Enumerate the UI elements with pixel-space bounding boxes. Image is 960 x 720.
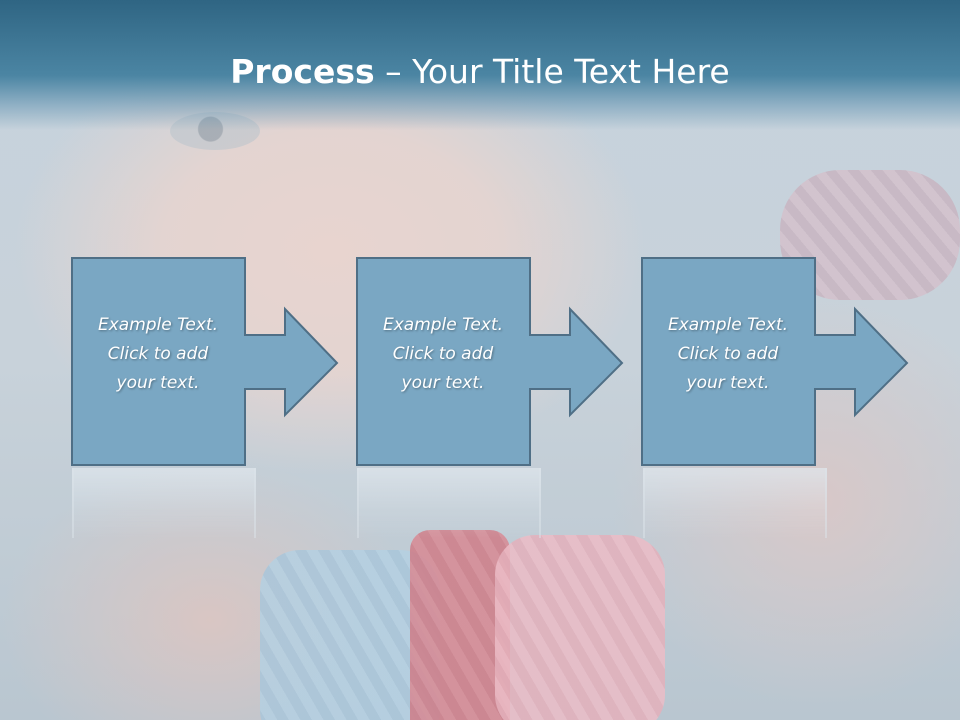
- background-knit-red: [410, 530, 510, 720]
- title-bold: Process: [230, 52, 375, 91]
- step-reflection-2: [357, 468, 541, 538]
- step-text-line3: your text.: [116, 373, 200, 393]
- step-reflection-3: [643, 468, 827, 538]
- step-text-line2: Click to add: [392, 344, 494, 364]
- arrow-box-shape: [641, 257, 909, 466]
- step-reflection-1: [72, 468, 256, 538]
- background-knit-pink: [495, 535, 665, 720]
- step-text-line1: Example Text.: [667, 315, 789, 335]
- title-bar: [0, 0, 960, 130]
- title-rest: – Your Title Text Here: [374, 52, 730, 91]
- arrow-box-shape: [356, 257, 624, 466]
- step-text: Example Text. Click to add your text.: [643, 311, 813, 398]
- slide-title[interactable]: Process – Your Title Text Here: [0, 52, 960, 91]
- step-text-line3: your text.: [401, 373, 485, 393]
- step-text-line3: your text.: [686, 373, 770, 393]
- step-text-line1: Example Text.: [382, 315, 504, 335]
- step-text-line2: Click to add: [107, 344, 209, 364]
- step-text-line1: Example Text.: [97, 315, 219, 335]
- process-step-1[interactable]: Example Text. Click to add your text.: [71, 255, 343, 467]
- process-step-3[interactable]: Example Text. Click to add your text.: [641, 255, 913, 467]
- arrow-box-shape: [71, 257, 339, 466]
- step-text: Example Text. Click to add your text.: [358, 311, 528, 398]
- process-step-2[interactable]: Example Text. Click to add your text.: [356, 255, 628, 467]
- step-text-line2: Click to add: [677, 344, 779, 364]
- step-text: Example Text. Click to add your text.: [73, 311, 243, 398]
